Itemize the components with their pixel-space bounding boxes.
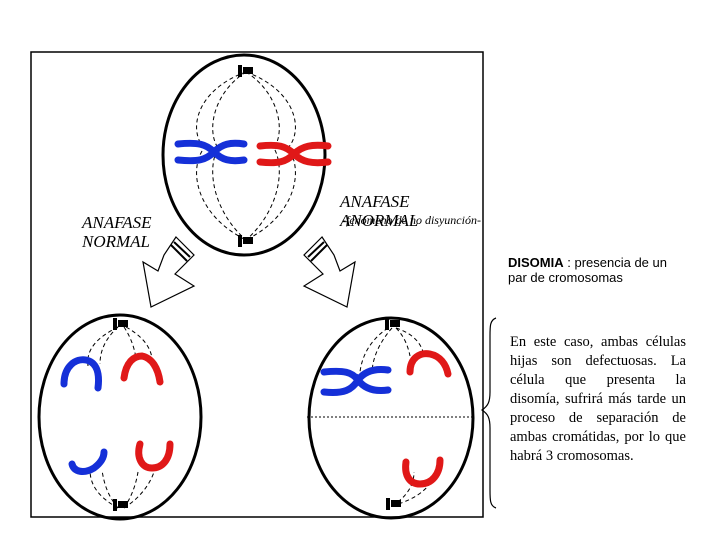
spindle-fiber <box>391 471 415 507</box>
centrosome <box>113 499 128 511</box>
parent-cell <box>161 53 332 257</box>
spindle-fiber <box>359 327 389 373</box>
spindle-fiber <box>245 71 280 241</box>
label-normal-line1: ANAFASE <box>82 213 152 232</box>
red-chromosome <box>402 456 444 488</box>
label-normal-line2: NORMAL <box>82 232 150 251</box>
label-anafase-normal: ANAFASE NORMAL <box>82 213 162 251</box>
spindle-fiber <box>123 471 155 509</box>
centrosome <box>386 498 401 510</box>
spindle-fiber <box>371 327 393 375</box>
label-anafase-anormal: ANAFASE ANORMAL <box>340 192 419 230</box>
blue-chromosome-pair <box>320 366 392 396</box>
spindle-fiber <box>89 469 119 509</box>
diagram-frame <box>30 51 484 518</box>
arrow-anormal <box>302 236 356 308</box>
explanation-text: En este caso, ambas células hijas son de… <box>510 334 686 464</box>
spindle-fiber <box>212 71 247 241</box>
blue-chromosome <box>68 448 108 475</box>
spindle-fiber <box>87 326 119 367</box>
disomia-term: DISOMIA <box>508 255 564 270</box>
disomia-text: : presencia de un par de cromosomas <box>508 255 667 285</box>
daughter-cell-normal <box>37 313 203 521</box>
blue-chromosome <box>60 356 102 392</box>
centrosome <box>238 235 253 247</box>
centrosome <box>238 65 253 77</box>
label-no-disyuncion: -fenómeno de no disyunción- <box>342 213 481 227</box>
centrosome <box>113 318 128 330</box>
disomia-definition: DISOMIA : presencia de un par de cromoso… <box>508 255 678 285</box>
daughter-cell-abnormal <box>307 316 475 520</box>
red-chromosome <box>406 350 452 378</box>
spindle-fiber <box>125 326 153 359</box>
red-chromosome <box>135 440 174 472</box>
blue-chromosome-pair <box>174 139 248 165</box>
red-chromosome <box>120 352 164 386</box>
curly-brace <box>480 317 497 509</box>
arrow-normal <box>142 236 196 308</box>
centrosome <box>385 318 400 330</box>
red-chromosome-pair <box>256 141 332 167</box>
spindle-fiber <box>395 327 411 357</box>
